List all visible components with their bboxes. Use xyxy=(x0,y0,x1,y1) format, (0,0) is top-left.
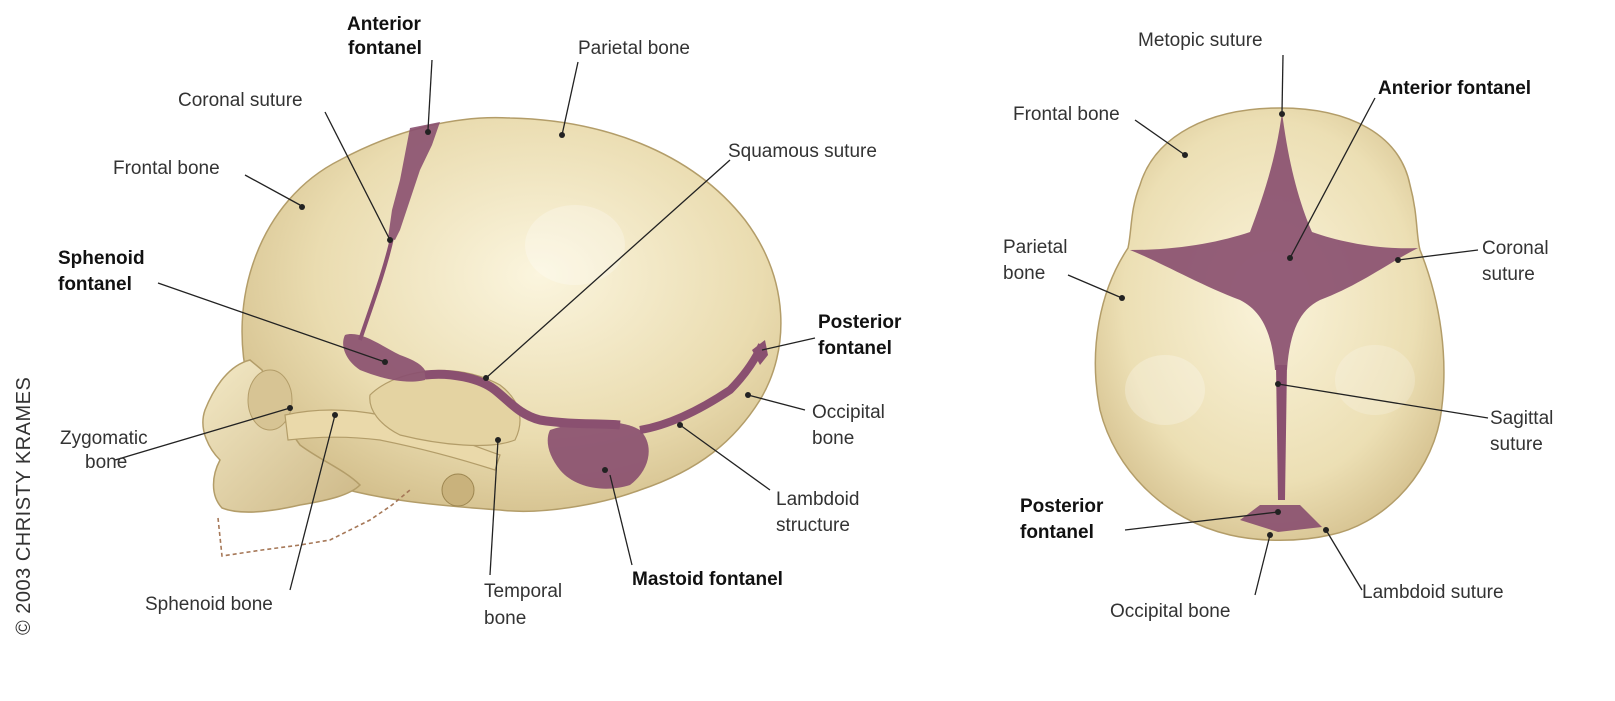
leader-dot xyxy=(1182,152,1188,158)
leader-dot xyxy=(382,359,388,365)
leader-dot xyxy=(1275,509,1281,515)
label-temporal-bone-line2: bone xyxy=(484,608,526,629)
label-occipital-bone-line1: Occipital xyxy=(812,402,885,423)
label-posterior-fontanel-top-line2: fontanel xyxy=(1020,522,1094,543)
leader-dot xyxy=(559,132,565,138)
label-mastoid-fontanel: Mastoid fontanel xyxy=(632,569,783,590)
label-posterior-fontanel-top-line1: Posterior xyxy=(1020,496,1104,517)
label-coronal-suture-top-line2: suture xyxy=(1482,264,1535,285)
label-anterior-fontanel-top: Anterior fontanel xyxy=(1378,78,1531,99)
leader-dot xyxy=(745,392,751,398)
label-metopic-suture: Metopic suture xyxy=(1138,30,1263,51)
leader-dot xyxy=(287,405,293,411)
leader-dot xyxy=(299,204,305,210)
label-frontal-bone-top: Frontal bone xyxy=(1013,104,1120,125)
label-zygomatic-bone-line1: Zygomatic xyxy=(60,428,148,449)
highlight xyxy=(1125,355,1205,425)
label-sphenoid-bone: Sphenoid bone xyxy=(145,594,273,615)
label-parietal-bone: Parietal bone xyxy=(578,38,690,59)
label-coronal-suture-top-line1: Coronal xyxy=(1482,238,1549,259)
label-coronal-suture: Coronal suture xyxy=(178,90,303,111)
copyright-credit: © 2003 CHRISTY KRAMES xyxy=(13,377,35,635)
leader-dot xyxy=(1323,527,1329,533)
leader-dot xyxy=(1275,381,1281,387)
leader-dot xyxy=(387,237,393,243)
leader-dot xyxy=(1119,295,1125,301)
label-sagittal-suture-line1: Sagittal xyxy=(1490,408,1553,429)
label-parietal-bone-top-line2: bone xyxy=(1003,263,1045,284)
label-squamous-suture: Squamous suture xyxy=(728,141,877,162)
label-sphenoid-fontanel-line1: Sphenoid xyxy=(58,248,145,269)
label-lambdoid-suture: Lambdoid suture xyxy=(1362,582,1504,603)
leader-dot xyxy=(483,375,489,381)
label-occipital-bone-line2: bone xyxy=(812,428,854,449)
lateral-skull xyxy=(203,118,781,556)
label-temporal-bone-line1: Temporal xyxy=(484,581,562,602)
ear-canal xyxy=(442,474,474,506)
label-sphenoid-fontanel-line2: fontanel xyxy=(58,274,132,295)
label-anterior-fontanel-line1: Anterior xyxy=(347,14,422,35)
leader-dot xyxy=(1267,532,1273,538)
label-zygomatic-bone-line2: bone xyxy=(85,452,127,473)
leader-dot xyxy=(1279,111,1285,117)
label-lambdoid-structure-line2: structure xyxy=(776,515,850,536)
label-parietal-bone-top-line1: Parietal xyxy=(1003,237,1067,258)
highlight xyxy=(525,205,625,285)
label-posterior-fontanel-line2: fontanel xyxy=(818,338,892,359)
label-anterior-fontanel-line2: fontanel xyxy=(348,38,422,59)
label-frontal-bone: Frontal bone xyxy=(113,158,220,179)
label-posterior-fontanel-line1: Posterior xyxy=(818,312,902,333)
leader-line xyxy=(428,60,432,130)
label-lambdoid-structure-line1: Lambdoid xyxy=(776,489,859,510)
leader-line xyxy=(245,175,300,205)
lateral-cranium xyxy=(242,118,781,512)
leader-dot xyxy=(1395,257,1401,263)
leader-dot xyxy=(332,412,338,418)
leader-line xyxy=(1326,530,1362,590)
leader-dot xyxy=(1287,255,1293,261)
top-skull xyxy=(1095,108,1444,540)
leader-line xyxy=(1282,55,1283,112)
label-sagittal-suture-line2: suture xyxy=(1490,434,1543,455)
leader-dot xyxy=(495,437,501,443)
leader-dot xyxy=(602,467,608,473)
leader-line xyxy=(1255,535,1270,595)
leader-dot xyxy=(677,422,683,428)
label-occipital-bone-top: Occipital bone xyxy=(1110,601,1230,622)
leader-dot xyxy=(425,129,431,135)
